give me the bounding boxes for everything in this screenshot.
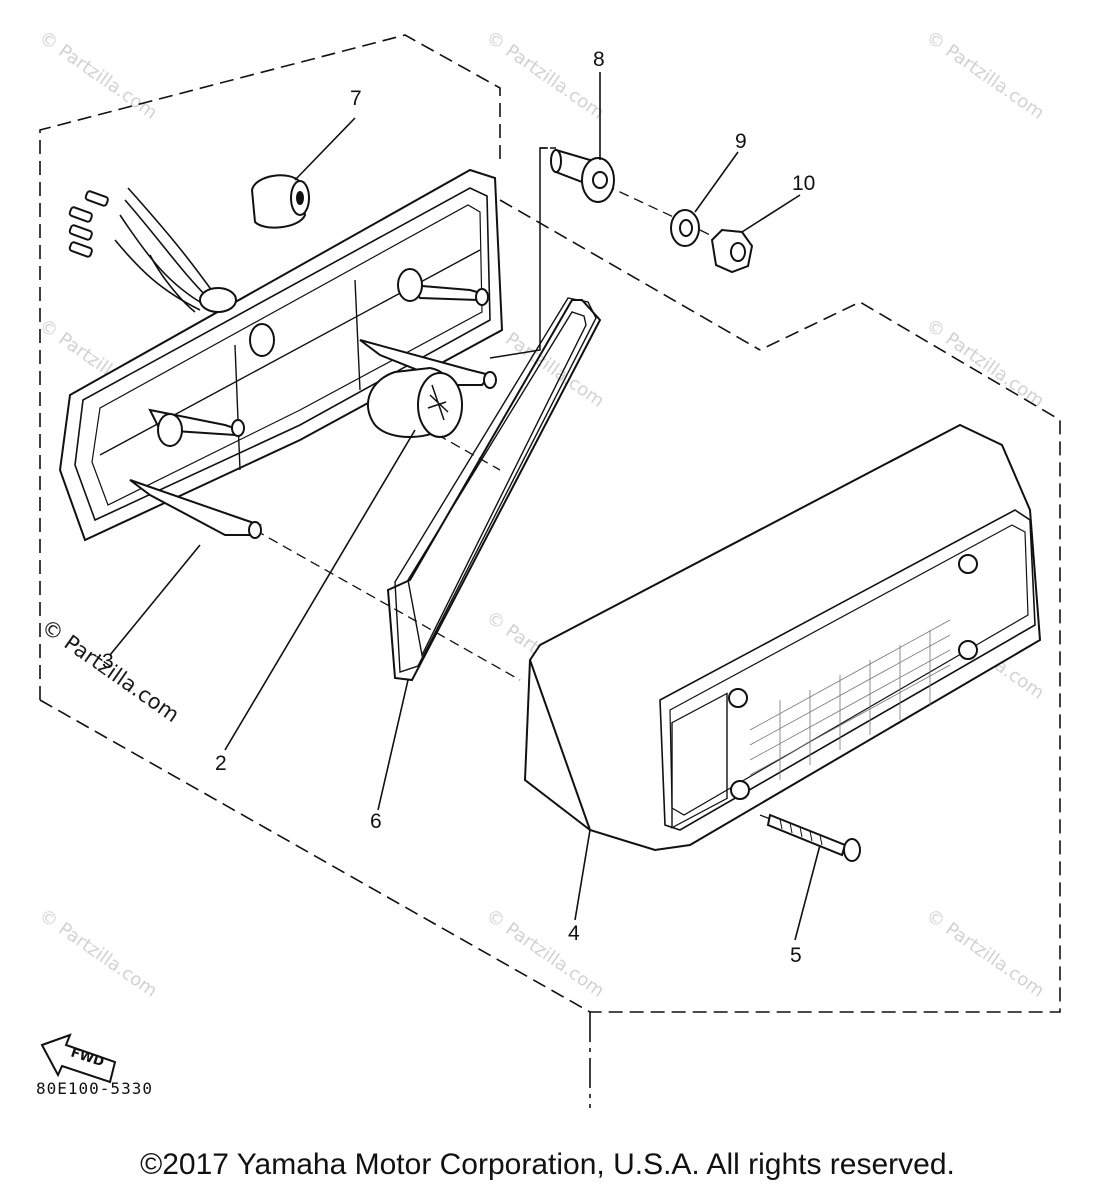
bolt-part-8 bbox=[550, 148, 615, 203]
leader-lines bbox=[109, 72, 821, 941]
copyright-notice: ©2017 Yamaha Motor Corporation, U.S.A. A… bbox=[140, 1148, 955, 1181]
callout-label-9: 9 bbox=[735, 130, 747, 153]
assembly-boundary bbox=[39, 34, 1061, 1108]
callout-label-10: 10 bbox=[792, 172, 815, 195]
callout-label-8: 8 bbox=[593, 48, 605, 71]
callout-label-4: 4 bbox=[568, 922, 580, 945]
watermark: © Partzilla.com bbox=[922, 905, 1048, 1002]
callout-label-3: 3 bbox=[102, 650, 114, 673]
callout-label-5: 5 bbox=[790, 944, 802, 967]
watermark: © Partzilla.com bbox=[35, 27, 161, 124]
screw-part-5 bbox=[766, 813, 861, 862]
callout-label-2: 2 bbox=[215, 752, 227, 775]
forward-arrow-icon: FWD bbox=[40, 1033, 117, 1084]
taillight-housing bbox=[58, 168, 504, 542]
watermark: © Partzilla.com bbox=[922, 27, 1048, 124]
lens-part-4 bbox=[523, 423, 1042, 852]
callout-label-7: 7 bbox=[350, 87, 362, 110]
watermark: © Partzilla.com bbox=[482, 905, 608, 1002]
callout-labels: 7 8 9 10 3 2 6 4 5 bbox=[102, 48, 815, 967]
watermark: © Partzilla.com bbox=[35, 905, 161, 1002]
nut-part-10 bbox=[710, 228, 754, 274]
gasket-part-6 bbox=[386, 297, 602, 682]
watermark: © Partzilla.com bbox=[482, 27, 608, 124]
watermark: © Partzilla.com bbox=[922, 315, 1048, 412]
washer-part-9 bbox=[670, 209, 700, 247]
callout-label-6: 6 bbox=[370, 810, 382, 833]
bracket-line bbox=[489, 147, 560, 359]
grommet-part-7 bbox=[250, 174, 310, 229]
bulb-part-2 bbox=[366, 366, 463, 438]
diagram-code: 80E100-5330 bbox=[36, 1079, 153, 1098]
